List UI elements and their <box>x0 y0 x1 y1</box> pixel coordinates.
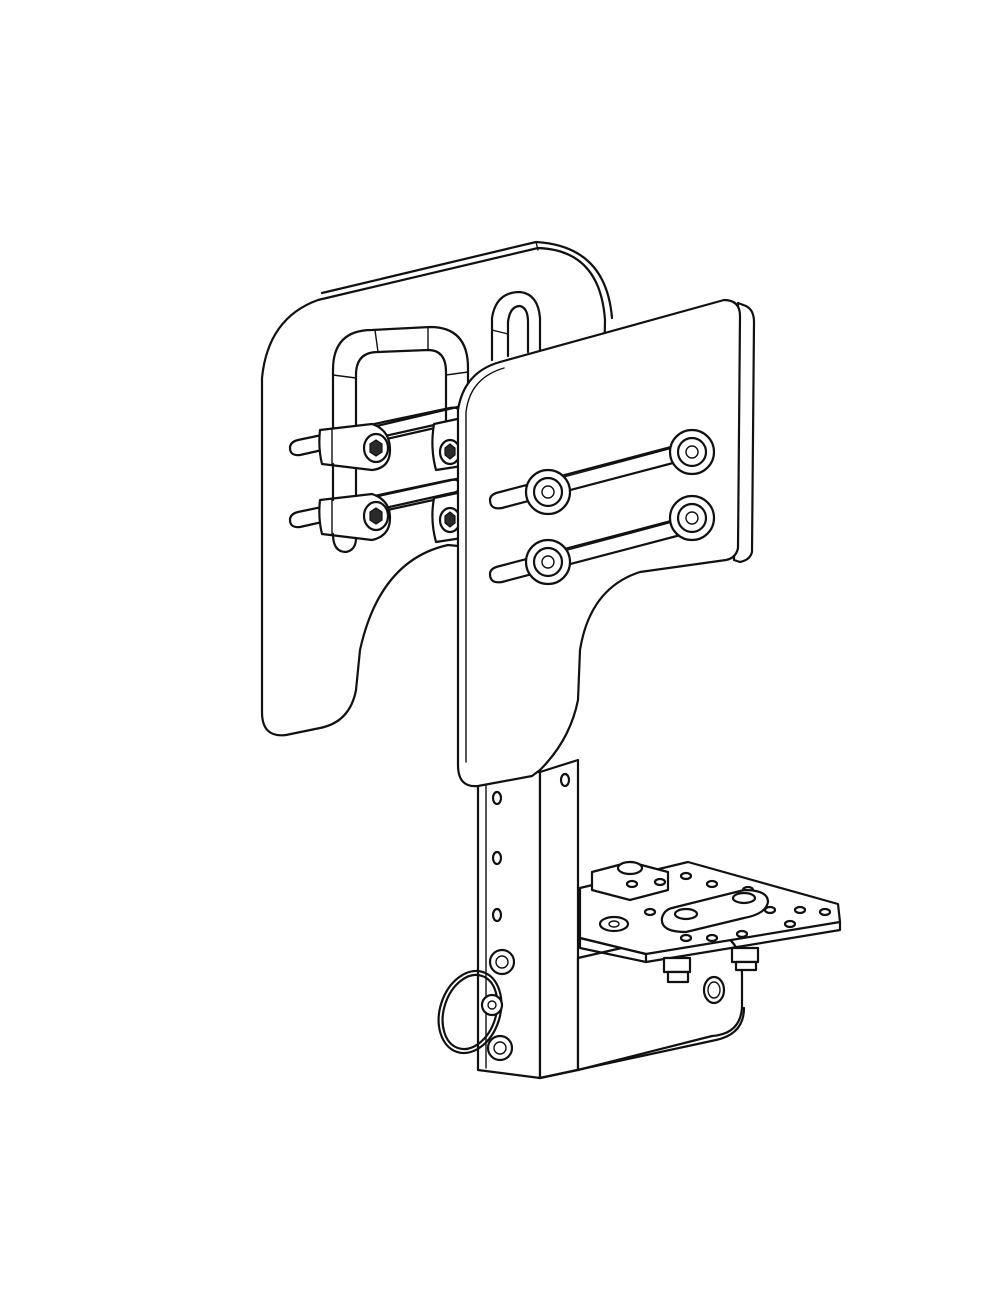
lower-bracket <box>538 928 746 1080</box>
clamp-lower-left <box>318 492 392 542</box>
post-bolts <box>486 948 516 1062</box>
bolt-upper-right <box>668 428 716 476</box>
slot-bolts <box>524 428 716 586</box>
mounting-plate <box>578 860 842 984</box>
clamp-upper-left <box>318 422 392 472</box>
underside-nuts <box>662 946 760 984</box>
bolt-upper-left <box>524 468 572 516</box>
quick-release-pin-ring <box>437 969 504 1055</box>
mounting-plate-holes <box>603 871 832 943</box>
front-side-plate <box>456 298 756 788</box>
bolt-lower-right <box>668 494 716 542</box>
bolt-lower-left <box>524 538 572 586</box>
